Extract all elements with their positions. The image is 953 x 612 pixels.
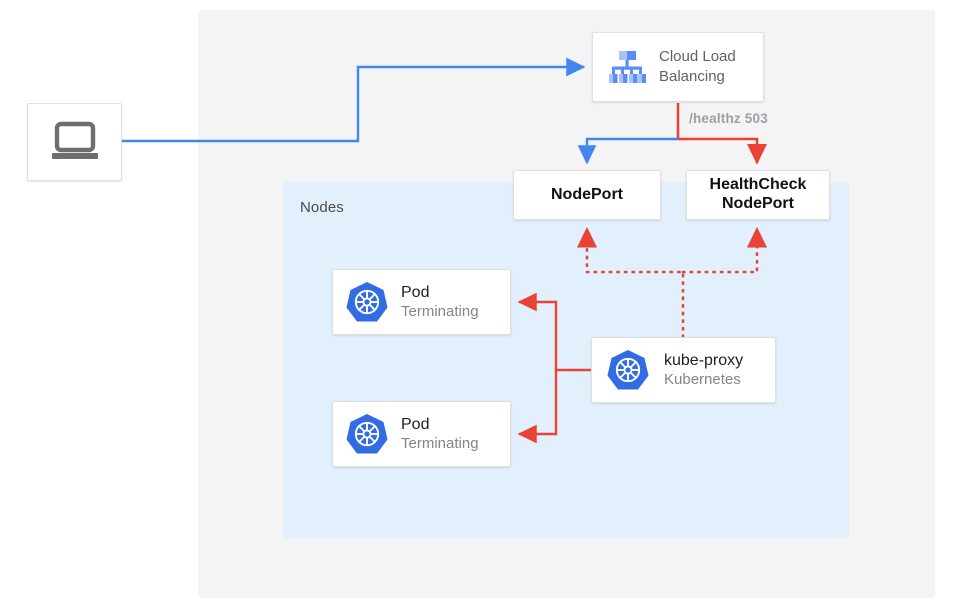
nodeport-label: NodePort bbox=[551, 185, 623, 203]
healthcheck-nodeport-label: HealthCheck NodePort bbox=[710, 176, 807, 214]
cloud-load-balancing-line-2: Balancing bbox=[659, 68, 725, 85]
pod-status-2: Terminating bbox=[401, 434, 479, 452]
client-node[interactable] bbox=[27, 103, 122, 181]
healthcheck-nodeport-line-2: NodePort bbox=[721, 195, 794, 212]
kube-proxy-label-group: kube-proxy Kubernetes bbox=[664, 351, 743, 390]
cloud-load-balancing-icon bbox=[605, 45, 649, 89]
cloud-load-balancing-label: Cloud Load Balancing bbox=[659, 47, 736, 87]
cloud-load-balancing-line-1: Cloud Load bbox=[659, 48, 736, 66]
nodeport-node[interactable]: NodePort bbox=[513, 170, 661, 220]
cloud-load-balancing-node[interactable]: Cloud Load Balancing bbox=[592, 32, 764, 102]
pod-title-1: Pod bbox=[401, 283, 430, 301]
nodes-group-label: Nodes bbox=[300, 199, 344, 216]
healthz-edge-label: /healthz 503 bbox=[689, 111, 768, 126]
kubernetes-icon bbox=[345, 280, 389, 324]
kube-proxy-subtitle: Kubernetes bbox=[664, 370, 741, 388]
kubernetes-icon bbox=[606, 348, 650, 392]
kube-proxy-node[interactable]: kube-proxy Kubernetes bbox=[591, 337, 776, 403]
healthcheck-nodeport-node[interactable]: HealthCheck NodePort bbox=[686, 170, 830, 220]
pod-title-2: Pod bbox=[401, 415, 430, 433]
pod-status-1: Terminating bbox=[401, 302, 479, 320]
kube-proxy-title: kube-proxy bbox=[664, 351, 744, 369]
pod-node-1[interactable]: Pod Terminating bbox=[332, 269, 511, 335]
laptop-icon bbox=[49, 121, 101, 163]
healthcheck-nodeport-line-1: HealthCheck bbox=[709, 176, 807, 194]
kubernetes-icon bbox=[345, 412, 389, 456]
pod-label-group-1: Pod Terminating bbox=[401, 283, 479, 322]
pod-label-group-2: Pod Terminating bbox=[401, 415, 479, 454]
pod-node-2[interactable]: Pod Terminating bbox=[332, 401, 511, 467]
